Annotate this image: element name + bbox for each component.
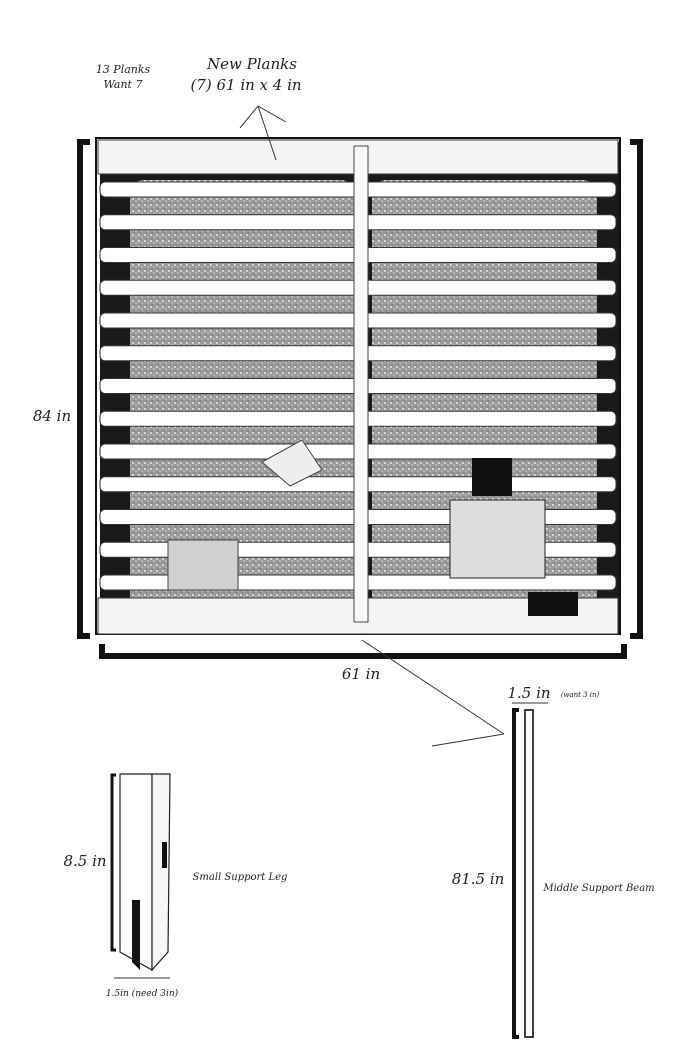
plank-count-label: 13 Planks [96, 63, 151, 76]
paper-object [261, 439, 323, 487]
beam-height-label: 81.5 in [452, 870, 505, 888]
beam-pointer-tail [431, 733, 505, 747]
middle-support-beam [512, 702, 548, 1039]
height-bracket-left [77, 139, 90, 639]
device-object [528, 592, 578, 616]
leg-label: Small Support Leg [193, 872, 288, 883]
new-planks-title: New Planks [206, 55, 297, 73]
bed-frame-photo [95, 137, 621, 635]
beam-label: Middle Support Beam [542, 883, 654, 894]
leg-mark [162, 842, 167, 868]
clutter-object [449, 499, 546, 579]
small-support-leg [110, 773, 171, 979]
new-planks-pointer-tail [257, 105, 277, 161]
beam-width-note: (want 3 in) [561, 691, 600, 699]
width-bracket [99, 644, 627, 659]
bag-object [167, 539, 239, 591]
new-planks-spec: (7) 61 in x 4 in [190, 76, 301, 94]
height-bracket-right [630, 139, 643, 639]
beam-width-label: 1.5 in [507, 684, 550, 702]
beam-height-bracket [512, 708, 519, 1039]
plank-want-label: Want 7 [104, 78, 143, 91]
box-object [472, 458, 512, 496]
new-planks-pointer [239, 105, 287, 129]
leg-side-face [151, 773, 171, 972]
leg-height-label: 8.5 in [63, 852, 106, 870]
leg-height-bracket [110, 773, 116, 952]
leg-stain [132, 900, 140, 970]
height-label: 84 in [33, 407, 71, 425]
center-beam [353, 145, 369, 623]
width-label: 61 in [342, 665, 380, 683]
leg-width-note: 1.5in (need 3in) [106, 988, 179, 999]
beam-body [524, 709, 534, 1038]
beam-pointer [361, 639, 505, 735]
